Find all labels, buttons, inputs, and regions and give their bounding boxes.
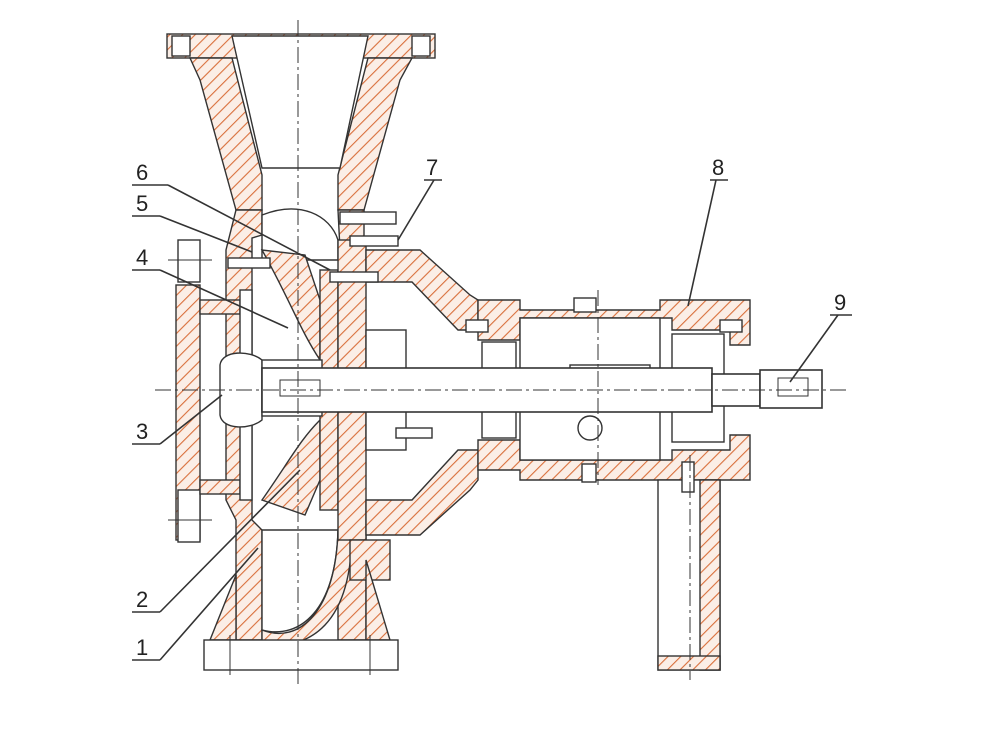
centerlines <box>155 20 850 685</box>
part-label-6: 6 <box>136 160 148 185</box>
part-label-9: 9 <box>834 290 846 315</box>
suction-flange <box>168 239 253 543</box>
part-label-2: 2 <box>136 587 148 612</box>
part-labels: 6 5 4 3 2 1 7 8 9 <box>136 155 846 660</box>
casing-foot <box>203 559 399 675</box>
part-label-5: 5 <box>136 191 148 216</box>
part-label-1: 1 <box>136 635 148 660</box>
part-label-4: 4 <box>136 245 148 270</box>
leader-lines <box>132 179 852 661</box>
support-bracket <box>657 479 721 671</box>
part-label-8: 8 <box>712 155 724 180</box>
part-label-7: 7 <box>426 155 438 180</box>
part-label-3: 3 <box>136 419 148 444</box>
discharge-flange <box>166 33 436 211</box>
bolts <box>227 211 743 493</box>
